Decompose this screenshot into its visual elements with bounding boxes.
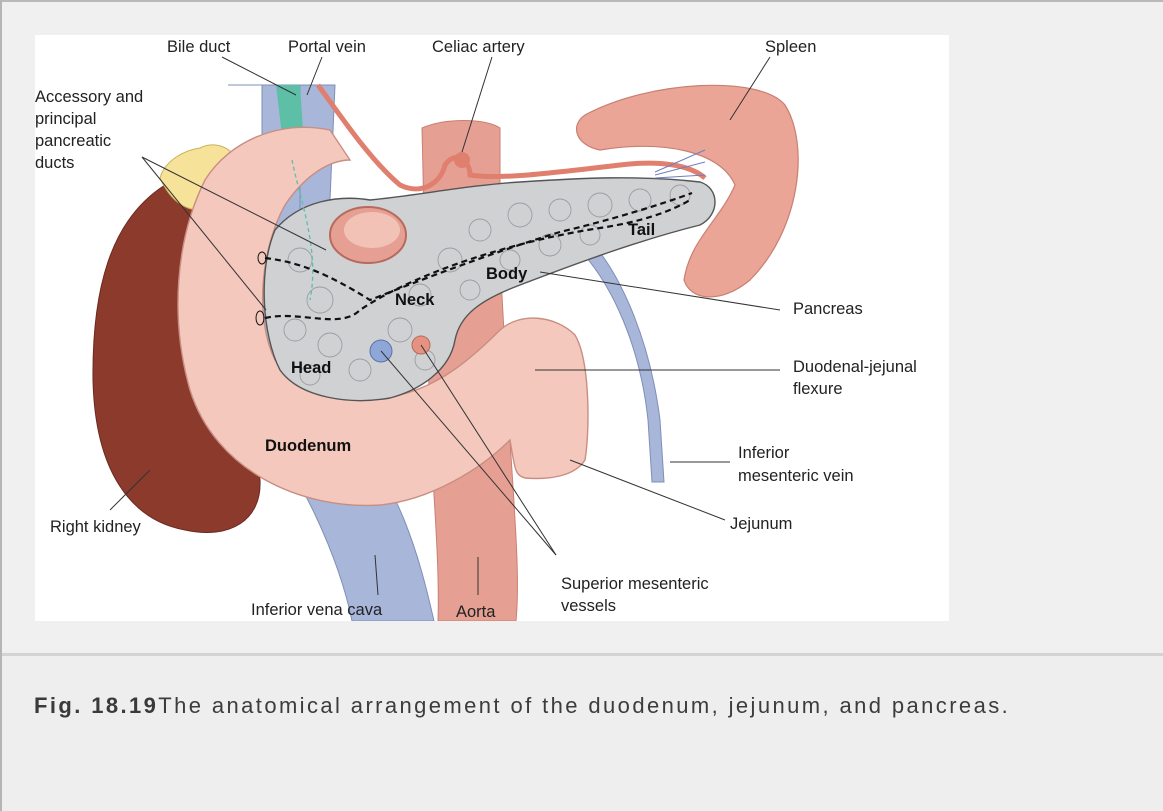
label-jejunum: Jejunum — [730, 515, 792, 533]
caption-separator — [2, 653, 1163, 656]
label-right-kidney: Right kidney — [50, 518, 142, 536]
label-neck: Neck — [395, 291, 435, 309]
portal-vein-lumen — [344, 212, 400, 248]
inferior-mesenteric-vein — [580, 235, 664, 482]
label-smv-line1: Superior mesenteric — [561, 575, 709, 593]
label-duodenum: Duodenum — [265, 437, 351, 455]
label-smv-line2: vessels — [561, 597, 616, 615]
label-ducts-line1: Accessory and — [35, 88, 143, 106]
label-inferior-vena-cava: Inferior vena cava — [251, 601, 383, 619]
label-flexure-line2: flexure — [793, 380, 843, 398]
label-imv-line2: mesenteric vein — [738, 467, 854, 485]
caption-text: The anatomical arrangement of the duoden… — [158, 693, 1010, 718]
label-aorta: Aorta — [456, 603, 496, 621]
label-portal-vein: Portal vein — [288, 38, 366, 56]
label-ducts-line4: ducts — [35, 154, 74, 172]
label-imv-line1: Inferior — [738, 444, 790, 462]
label-tail: Tail — [628, 221, 655, 239]
label-pancreas: Pancreas — [793, 300, 863, 318]
label-spleen: Spleen — [765, 38, 816, 56]
anatomy-diagram: Bile duct Portal vein Celiac artery Sple… — [0, 0, 1163, 650]
celiac-trunk — [454, 152, 470, 168]
label-ducts-line2: principal — [35, 110, 96, 128]
figure-number: Fig. 18.19 — [34, 693, 158, 718]
label-body: Body — [486, 265, 528, 283]
label-head: Head — [291, 359, 331, 377]
label-celiac-artery: Celiac artery — [432, 38, 525, 56]
figure-caption: Fig. 18.19The anatomical arrangement of … — [34, 687, 1163, 724]
label-bile-duct: Bile duct — [167, 38, 231, 56]
label-flexure-line1: Duodenal-jejunal — [793, 358, 917, 376]
label-ducts-line3: pancreatic — [35, 132, 111, 150]
